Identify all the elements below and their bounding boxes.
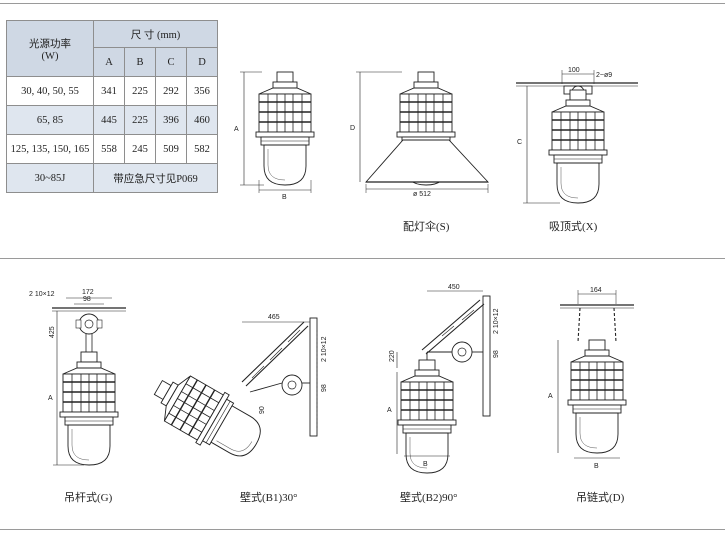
dim-pole-holes: 2 10×12 (29, 291, 55, 298)
row-power: 125, 135, 150, 165 (6, 134, 94, 164)
row-d: 356 (186, 76, 218, 106)
dim-w30-90: 90 (259, 406, 266, 414)
row-c: 396 (155, 105, 187, 135)
row-power: 65, 85 (6, 105, 94, 135)
dim-pole-98: 98 (83, 296, 91, 303)
middle-rule (0, 258, 725, 259)
dim-d-label: D (350, 125, 355, 132)
row-a: 558 (93, 134, 125, 164)
dim-ceiling-holes: 2~ø9 (596, 72, 612, 79)
power-header-label: 光源功率 (29, 38, 71, 50)
dim-w90-450: 450 (448, 284, 460, 291)
dimension-table: 光源功率 (W) 尺 寸 (mm) A B C D 30, 40, 50, 55… (6, 20, 218, 193)
row-b: 225 (124, 76, 156, 106)
bottom-rule (0, 529, 725, 530)
row-power: 30, 40, 50, 55 (6, 76, 94, 106)
dim-w90-220: 220 (389, 350, 396, 362)
row-b: 245 (124, 134, 156, 164)
emergency-note: 带应急尺寸见P069 (93, 163, 218, 193)
dim-w90-holes: 2 10×12 (493, 308, 500, 334)
fixture-reflector-drawing: D ø 512 (350, 71, 490, 198)
dim-ceiling-100: 100 (568, 67, 580, 74)
col-header-b: B (124, 47, 156, 77)
row-power: 30~85J (6, 163, 94, 193)
power-header-unit: (W) (41, 50, 59, 62)
dim-a-label: A (48, 395, 53, 402)
col-header-c: C (155, 47, 187, 77)
dim-pole-172: 172 (82, 289, 94, 296)
table-row: 125, 135, 150, 165 558 245 509 582 (6, 134, 218, 164)
dim-b-label: B (282, 194, 287, 201)
row-d: 460 (186, 105, 218, 135)
row-a: 341 (93, 76, 125, 106)
dim-w30-holes: 2 10×12 (321, 336, 328, 362)
caption-chain: 吊链式(D) (576, 492, 625, 504)
dim-a-label: A (548, 393, 553, 400)
dim-w30-98: 98 (321, 384, 328, 392)
column-header-row: A B C D (7, 47, 218, 77)
dim-c-label: C (517, 139, 522, 146)
row-d: 582 (186, 134, 218, 164)
dim-a-label: A (387, 407, 392, 414)
fixture-wall90-drawing: 450 2 10×12 98 220 A B (387, 284, 500, 474)
dim-b-label: B (423, 461, 428, 468)
col-header-d: D (186, 47, 218, 77)
row-c: 292 (155, 76, 187, 106)
power-header: 光源功率 (W) (6, 20, 94, 77)
dim-w90-98: 98 (493, 350, 500, 358)
row-a: 445 (93, 105, 125, 135)
dim-chain-164: 164 (590, 287, 602, 294)
caption-ceiling: 吸顶式(X) (549, 221, 598, 233)
caption-wall30: 壁式(B1)30° (240, 492, 298, 504)
dim-reflector-dia: ø 512 (413, 191, 431, 198)
table-row: 30~85J 带应急尺寸见P069 (6, 163, 218, 193)
table-header-row: 光源功率 (W) 尺 寸 (mm) (6, 20, 218, 77)
table-row: 30, 40, 50, 55 341 225 292 356 (6, 76, 218, 106)
table-row: 65, 85 445 225 396 460 (6, 105, 218, 135)
caption-reflector: 配灯伞(S) (403, 221, 450, 233)
fixture-ceiling-drawing: 100 2~ø9 C (516, 67, 638, 204)
caption-pole: 吊杆式(G) (64, 492, 113, 504)
fixture-chain-drawing: 164 A B (548, 287, 634, 470)
fixture-pole-drawing: 2 10×12 172 98 425 A (29, 289, 126, 466)
dim-a-label: A (234, 126, 239, 133)
dim-w30-465: 465 (268, 314, 280, 321)
caption-wall90: 壁式(B2)90° (400, 492, 458, 504)
top-rule (0, 3, 725, 4)
row-c: 509 (155, 134, 187, 164)
dim-pole-425: 425 (49, 326, 56, 338)
dim-b-label: B (594, 463, 599, 470)
fixture-wall30-drawing: 465 2 10×12 98 90 (143, 314, 328, 470)
fixture-standard-drawing: A B (234, 71, 315, 201)
